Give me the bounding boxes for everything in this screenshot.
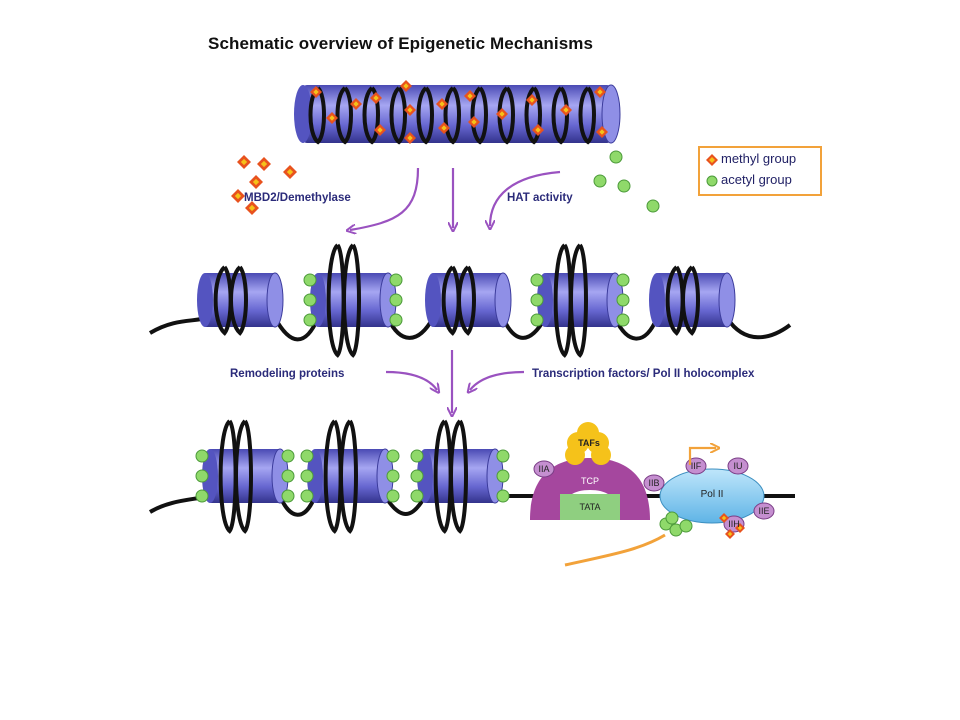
- label-remodeling: Remodeling proteins: [230, 368, 345, 380]
- label-tcp: TCP: [581, 476, 599, 486]
- process-arrows-middle: [385, 350, 525, 413]
- methyl-diamond-icon: [706, 153, 718, 166]
- released-methyl-groups: [231, 155, 297, 215]
- legend-acetyl-label: acetyl group: [721, 172, 792, 187]
- label-hat: HAT activity: [507, 192, 573, 204]
- label-iif: IIF: [690, 461, 702, 471]
- label-iia: IIA: [538, 464, 550, 474]
- process-arrows-top: [350, 167, 561, 230]
- label-iib: IIB: [648, 478, 660, 488]
- label-tafs: TAFs: [578, 438, 600, 448]
- active-chromatin-row: [148, 419, 795, 534]
- acetyl-groups: [593, 150, 660, 213]
- legend: methyl group acetyl group: [698, 146, 822, 196]
- condensed-chromatin: [294, 80, 621, 145]
- label-iu: IU: [733, 461, 743, 471]
- label-tata: TATA: [579, 502, 601, 512]
- legend-methyl: methyl group: [706, 151, 796, 166]
- label-pol2: Pol II: [700, 489, 724, 500]
- label-iih: IIH: [728, 519, 740, 529]
- open-chromatin-row: [148, 243, 792, 358]
- label-mbd2: MBD2/Demethylase: [244, 192, 351, 204]
- transcription-complex: [530, 422, 775, 567]
- diagram-title: Schematic overview of Epigenetic Mechani…: [208, 34, 594, 53]
- legend-methyl-label: methyl group: [721, 151, 797, 166]
- legend-acetyl: acetyl group: [706, 172, 792, 187]
- label-iie: IIE: [758, 506, 770, 516]
- acetyl-circle-icon: [706, 175, 718, 187]
- label-transcription-factors: Transcription factors/ Pol II holocomple…: [532, 368, 755, 380]
